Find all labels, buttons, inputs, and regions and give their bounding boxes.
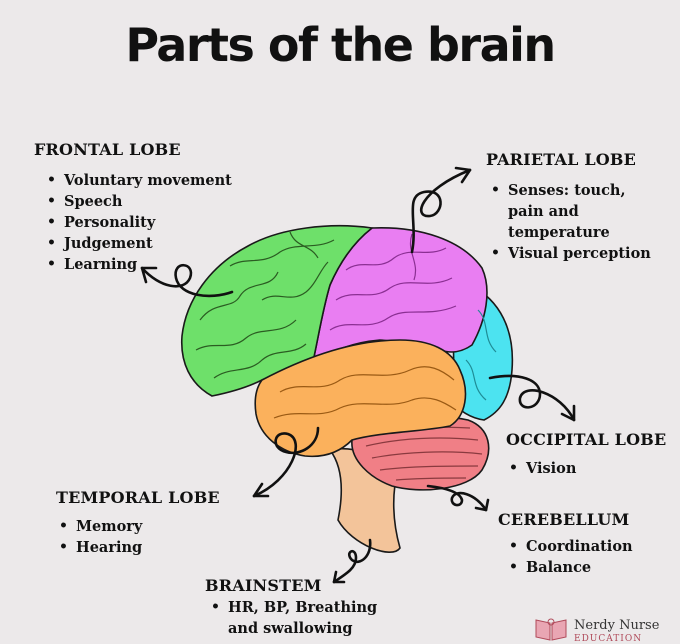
brainstem-label: BRAINSTEM [205, 576, 322, 595]
list-item: Balance [509, 557, 633, 578]
list-item: Judgement [47, 233, 232, 254]
list-item: Vision [509, 458, 577, 479]
arrow-cerebellum [426, 484, 488, 512]
list-item: Speech [47, 191, 232, 212]
temporal-lobe-label: TEMPORAL LOBE [56, 488, 220, 507]
list-item: pain and [508, 203, 579, 220]
list-item: Coordination [509, 536, 632, 557]
arrow-brainstem [332, 538, 372, 584]
temporal-lobe-list: Memory Hearing [54, 516, 142, 558]
arrow-parietal [410, 168, 472, 254]
list-item: and swallowing [228, 620, 353, 637]
parietal-lobe-list: Senses: touch, pain and temperature Visu… [486, 180, 651, 264]
frontal-lobe-label: FRONTAL LOBE [34, 140, 181, 159]
list-item: Memory [59, 516, 142, 537]
list-item: HR, BP, Breathing [211, 597, 377, 618]
arrowhead-cerebellum [474, 498, 490, 512]
page-title: Parts of the brain [125, 18, 556, 72]
arrow-temporal [252, 426, 320, 498]
frontal-lobe-list: Voluntary movement Speech Personality Ju… [42, 170, 232, 275]
logo-text: Nerdy Nurse [574, 618, 660, 633]
list-item: Personality [47, 212, 232, 233]
logo: Nerdy Nurse EDUCATION [530, 612, 680, 644]
list-item: Voluntary movement [47, 170, 232, 191]
cerebellum-list: Coordination Balance [504, 536, 633, 578]
list-item: Visual perception [491, 243, 651, 264]
arrowhead-temporal [252, 482, 270, 498]
parietal-lobe-label: PARIETAL LOBE [486, 150, 637, 169]
logo-subtext: EDUCATION [574, 634, 643, 644]
occipital-lobe-label: OCCIPITAL LOBE [506, 430, 667, 449]
list-item: Hearing [59, 537, 142, 558]
arrowhead-brainstem [332, 570, 346, 584]
list-item: Learning [47, 254, 232, 275]
occipital-lobe-list: Vision [504, 458, 577, 479]
brainstem-list: HR, BP, Breathing and swallowing [206, 597, 377, 639]
arrowhead-occipital [560, 404, 576, 422]
logo-book-icon [535, 618, 567, 641]
list-item: Senses: touch, [491, 180, 651, 201]
cerebellum-label: CEREBELLUM [498, 510, 630, 529]
arrow-occipital [488, 374, 576, 422]
arrowhead-parietal [454, 166, 472, 184]
list-item: temperature [508, 224, 610, 241]
